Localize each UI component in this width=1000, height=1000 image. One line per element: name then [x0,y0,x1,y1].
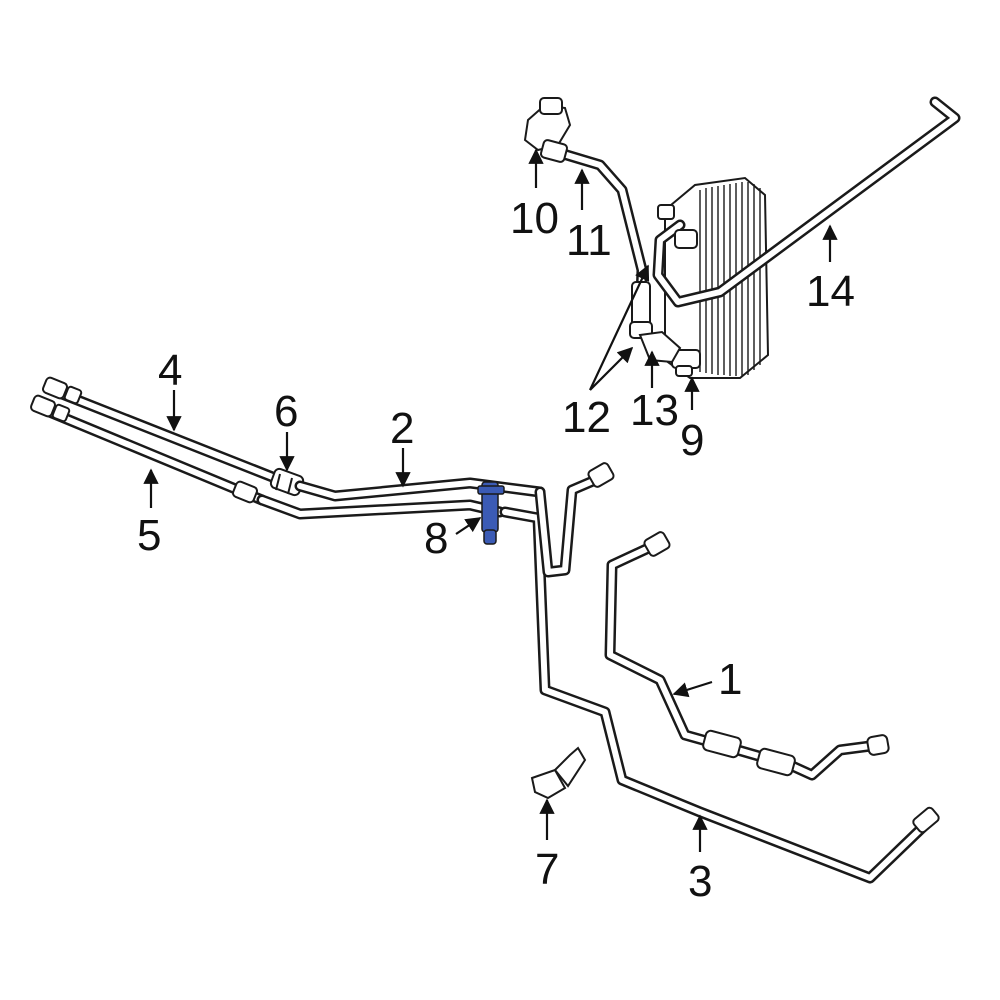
part-3-line[interactable] [499,462,940,884]
part-14-line[interactable] [652,96,961,308]
callout-5: 5 [137,511,161,560]
callout-9: 9 [680,416,704,465]
callout-13: 13 [630,386,679,435]
callout-3: 3 [688,857,712,906]
part-10-fitting[interactable] [523,97,572,152]
callout-11: 11 [566,216,612,265]
callout-12: 12 [562,393,611,442]
callout-10: 10 [510,194,559,243]
part-12-hose[interactable] [629,281,653,339]
part-7-clip[interactable] [530,746,587,800]
part-5-hose[interactable] [30,394,268,506]
part-1-hose[interactable] [604,531,890,781]
callout-14: 14 [806,267,855,316]
part-8-bracket[interactable] [477,481,505,545]
callout-8: 8 [424,514,448,563]
callout-6: 6 [274,387,298,436]
callout-7: 7 [535,845,559,894]
callout-4: 4 [158,346,182,395]
callout-1: 1 [718,655,742,704]
callout-2: 2 [390,404,414,453]
callout-labels: 1 2 3 4 5 6 7 8 9 10 11 12 13 14 [137,194,855,906]
leader-lines [143,148,838,852]
part-4-hose[interactable] [42,376,281,484]
